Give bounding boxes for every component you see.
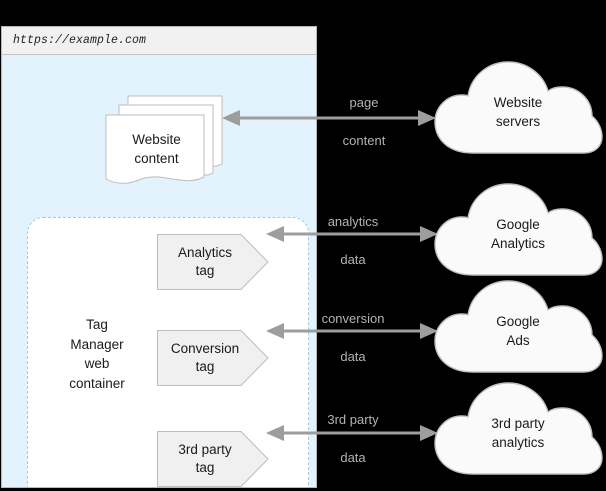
website-servers-cloud: Website servers bbox=[433, 58, 603, 158]
analytics-data-label: analytics data bbox=[327, 214, 379, 267]
double-headed-arrow-icon bbox=[222, 110, 436, 126]
website-content-label: Website content bbox=[132, 132, 181, 166]
page-content-arrow bbox=[222, 108, 436, 128]
tag-pentagon-shape bbox=[157, 234, 269, 290]
tag-pentagon-shape bbox=[157, 431, 269, 487]
cloud-icon bbox=[434, 280, 603, 373]
conversion-tag-node[interactable]: Conversion tag bbox=[157, 330, 269, 386]
cloud-icon bbox=[434, 61, 603, 154]
website-servers-label: Website servers bbox=[493, 94, 543, 130]
double-headed-arrow-icon bbox=[266, 425, 438, 441]
browser-url-bar[interactable]: https://example.com bbox=[2, 27, 316, 55]
conversion-data-arrow bbox=[266, 321, 438, 341]
conversion-data-label: conversion data bbox=[321, 311, 385, 364]
google-analytics-label: Google Analytics bbox=[490, 216, 546, 252]
google-ads-cloud: Google Ads bbox=[433, 277, 603, 377]
google-analytics-cloud: Google Analytics bbox=[433, 180, 603, 280]
third-party-data-label: 3rd party data bbox=[327, 412, 379, 465]
page-content-label: page content bbox=[342, 95, 386, 148]
cloud-icon bbox=[434, 183, 603, 276]
third-party-analytics-label: 3rd party analytics bbox=[491, 415, 545, 451]
url-text: https://example.com bbox=[13, 34, 147, 47]
browser-window: https://example.com Website content Tag … bbox=[1, 26, 317, 488]
document-stack-icon bbox=[105, 95, 223, 184]
double-headed-arrow-icon bbox=[266, 226, 438, 242]
tag-pentagon-shape bbox=[157, 330, 269, 386]
third-party-analytics-cloud: 3rd party analytics bbox=[433, 379, 603, 479]
website-content-node: Website content bbox=[105, 90, 225, 190]
google-ads-label: Google Ads bbox=[496, 313, 540, 349]
double-headed-arrow-icon bbox=[266, 323, 438, 339]
conversion-tag-label: Conversion tag bbox=[170, 340, 240, 375]
analytics-tag-node[interactable]: Analytics tag bbox=[157, 234, 269, 290]
analytics-data-arrow bbox=[266, 224, 438, 244]
third-party-tag-node[interactable]: 3rd party tag bbox=[157, 431, 269, 487]
analytics-tag-label: Analytics tag bbox=[177, 244, 233, 279]
third-party-data-arrow bbox=[266, 423, 438, 443]
third-party-tag-label: 3rd party tag bbox=[178, 441, 232, 476]
tag-manager-container-label: Tag Manager web container bbox=[69, 317, 125, 391]
cloud-icon bbox=[434, 382, 603, 475]
